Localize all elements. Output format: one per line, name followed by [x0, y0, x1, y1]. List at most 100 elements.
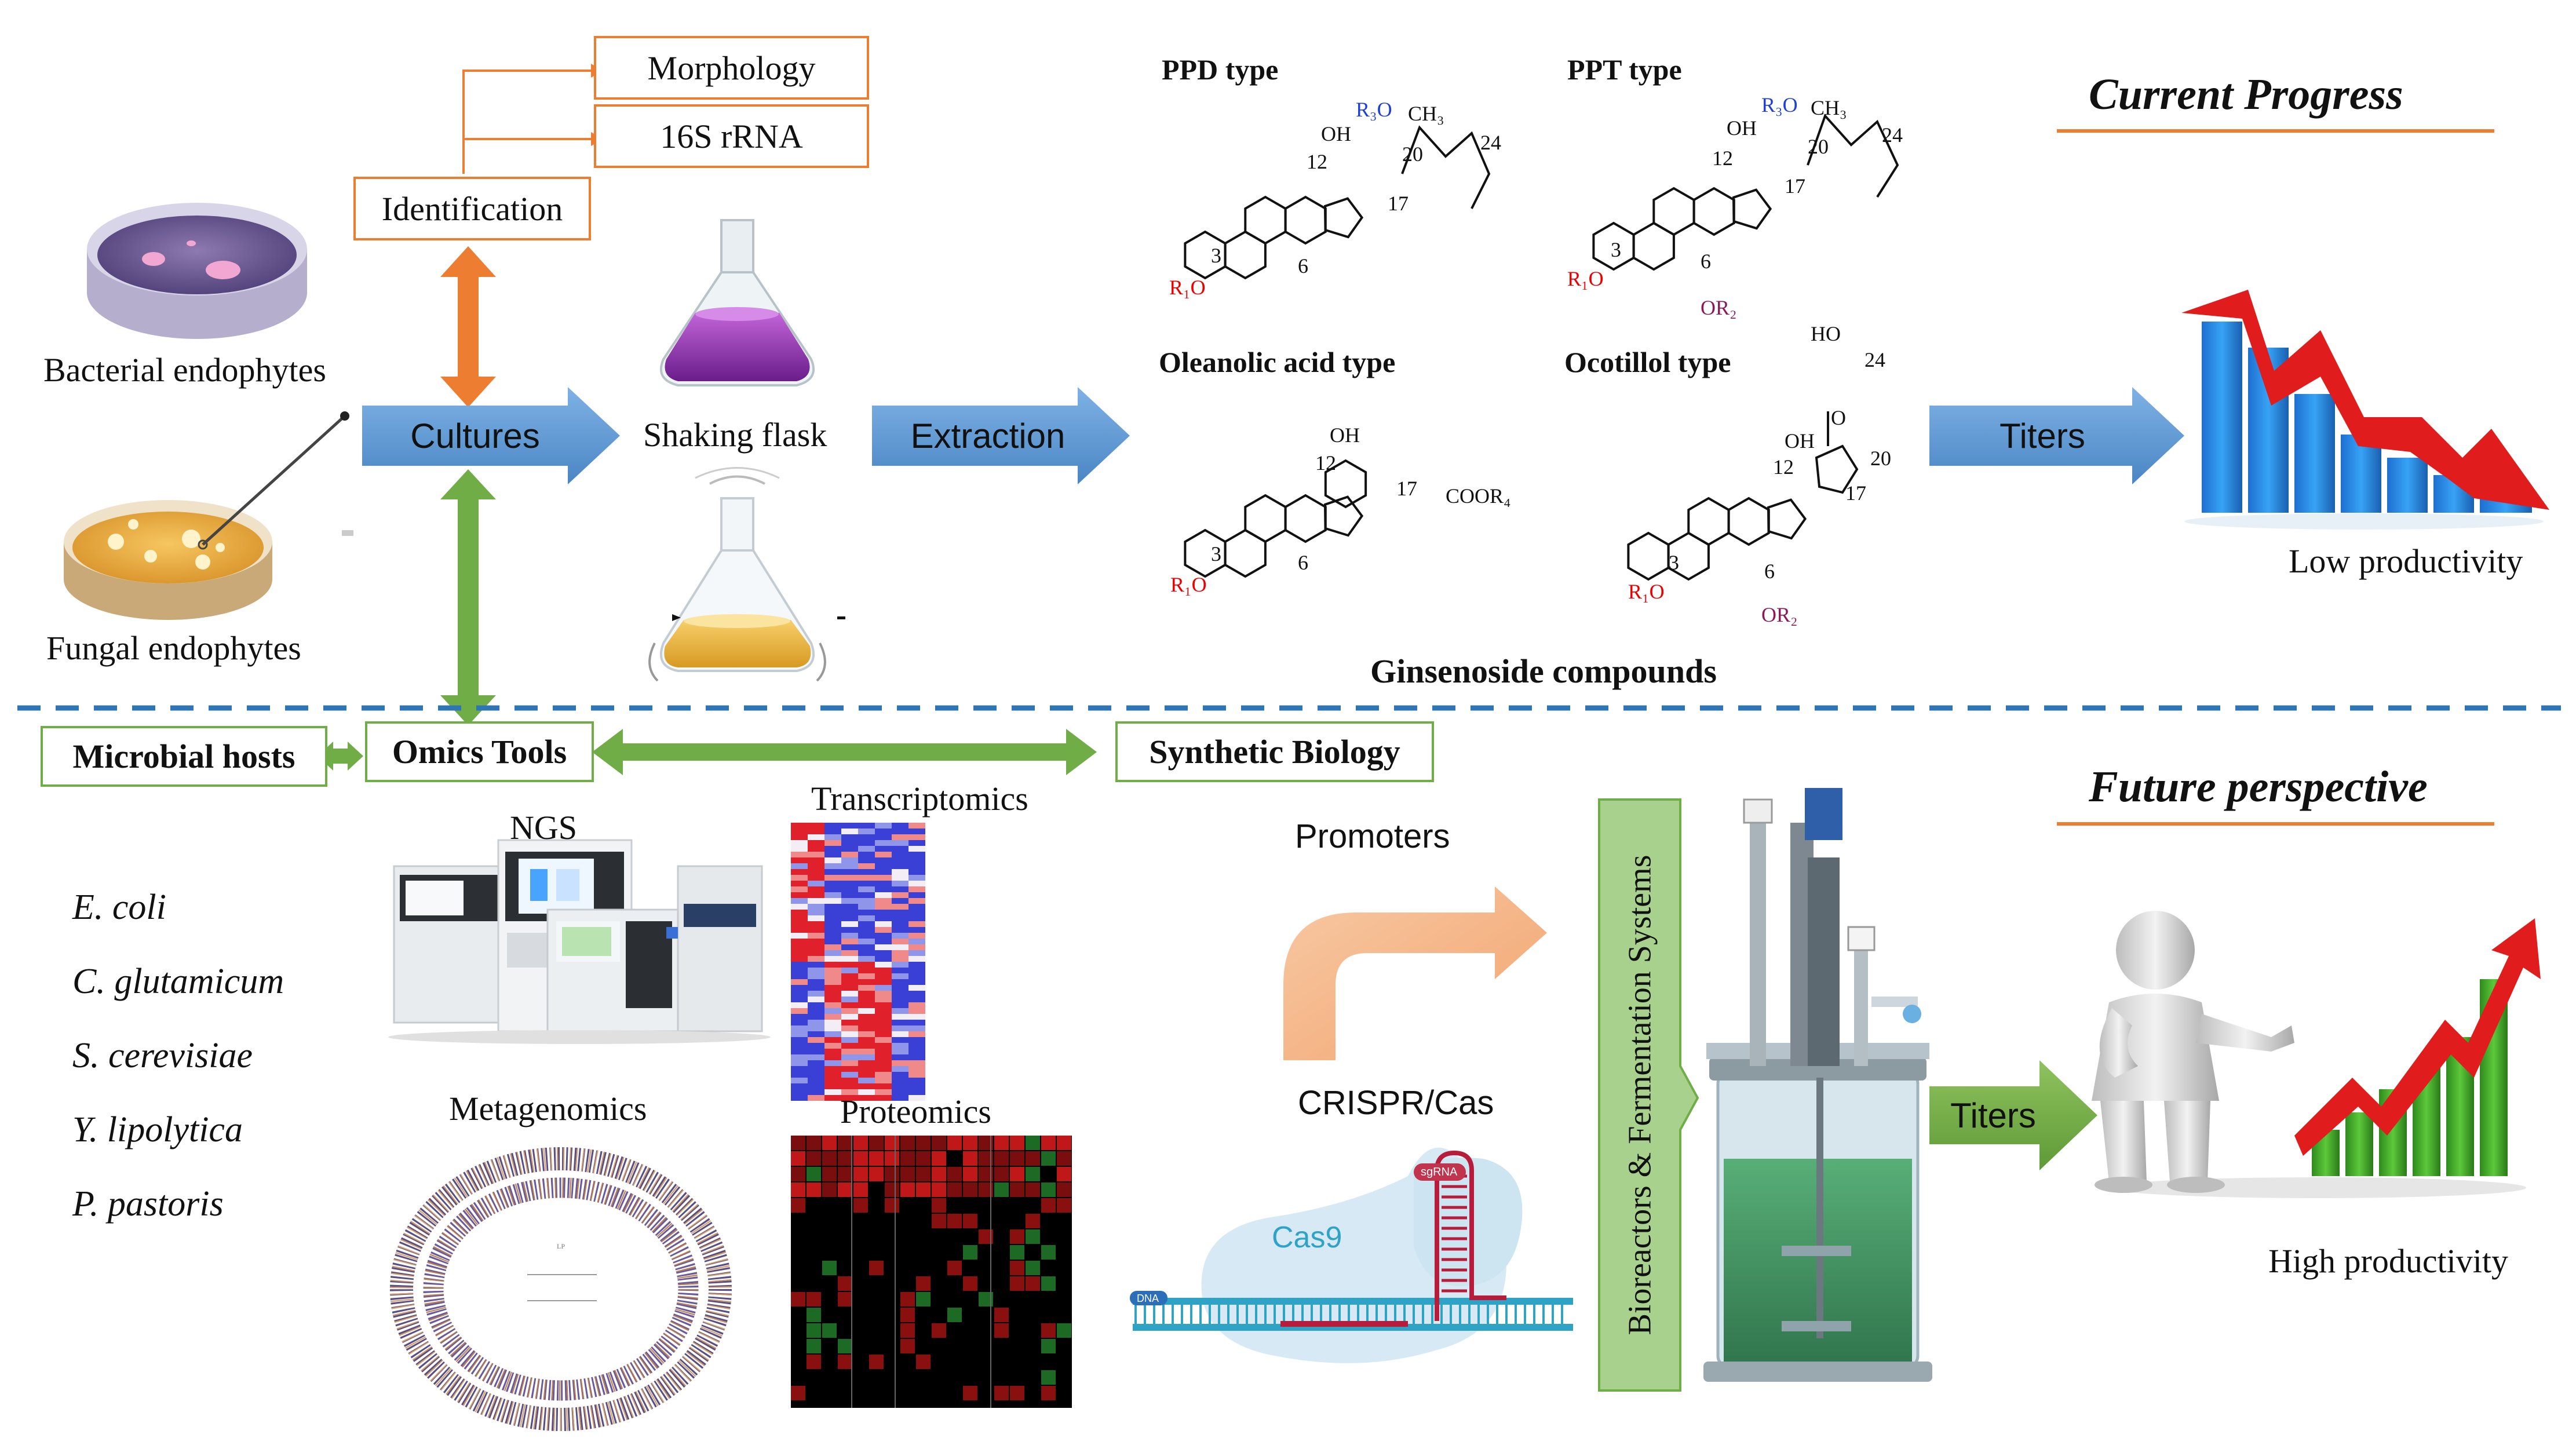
- heatmap-cell: [858, 1014, 875, 1020]
- heatmap-cell: [841, 823, 858, 829]
- heatmap-cell: [858, 1049, 875, 1054]
- proteomics-cell: [791, 1136, 805, 1150]
- heatmap-cell: [892, 1002, 908, 1008]
- heatmap-cell: [892, 939, 908, 944]
- ppd-type-label: PPD type: [1162, 53, 1279, 86]
- heatmap-cell: [791, 1066, 808, 1072]
- heatmap-cell: [791, 1002, 808, 1008]
- heatmap-cell: [908, 1066, 925, 1072]
- proteomics-cell: [822, 1136, 837, 1150]
- transcriptomics-label: Transcriptomics: [811, 780, 1028, 817]
- heatmap-cell: [892, 997, 908, 1002]
- heatmap-cell: [808, 881, 824, 886]
- proteomics-cell: [963, 1136, 977, 1150]
- ppd-n17: 17: [1388, 192, 1409, 215]
- oco-n6: 6: [1764, 560, 1775, 583]
- proteomics-cell: [1057, 1198, 1071, 1213]
- heatmap-cell: [858, 1043, 875, 1049]
- heatmap-cell: [791, 1014, 808, 1020]
- proteomics-cell: [1026, 1214, 1040, 1228]
- proteomics-cell: [885, 1167, 899, 1181]
- heatmap-cell: [808, 1020, 824, 1025]
- metagenomics-label: Metagenomics: [449, 1090, 647, 1127]
- proteomics-cell: [1041, 1136, 1056, 1150]
- ppt-n20: 20: [1808, 135, 1829, 158]
- heatmap-cell: [875, 881, 892, 886]
- proteomics-cell: [822, 1167, 837, 1181]
- heatmap-cell: [841, 997, 858, 1002]
- heatmap-cell: [858, 863, 875, 869]
- heatmap-cell: [791, 915, 808, 921]
- heatmap-cell: [908, 1083, 925, 1089]
- heatmap-cell: [841, 1054, 858, 1060]
- heatmap-cell: [841, 1020, 858, 1025]
- ring-pentagon: [1323, 197, 1364, 239]
- heatmap-cell: [892, 973, 908, 979]
- heatmap-cell: [858, 1083, 875, 1089]
- heatmap-cell: [858, 898, 875, 904]
- heatmap-cell: [808, 933, 824, 939]
- heatmap-cell: [808, 840, 824, 846]
- orange-double-arrow: [440, 246, 496, 407]
- heatmap-cell: [875, 910, 892, 915]
- heatmap-cell: [892, 1037, 908, 1043]
- oco-n17: 17: [1845, 481, 1866, 505]
- proteomics-cell: [1026, 1151, 1040, 1166]
- heatmap-cell: [875, 904, 892, 910]
- heatmap-cell: [824, 927, 841, 933]
- heatmap-cell: [908, 1014, 925, 1020]
- host-item: E. coli: [72, 888, 166, 927]
- heatmap-cell: [908, 1078, 925, 1083]
- ppd-n20: 20: [1402, 143, 1423, 166]
- heatmap-cell: [908, 904, 925, 910]
- heatmap-cell: [791, 881, 808, 886]
- heatmap-cell: [875, 1008, 892, 1014]
- heatmap-cell: [841, 1043, 858, 1049]
- proteomics-cell: [963, 1276, 977, 1291]
- proteomics-cell: [932, 1167, 946, 1181]
- heatmap-cell: [892, 921, 908, 927]
- heatmap-cell: [808, 1037, 824, 1043]
- heatmap-cell: [858, 1066, 875, 1072]
- heatmap-cell: [824, 1002, 841, 1008]
- heatmap-cell: [791, 857, 808, 863]
- proteomics-cell: [916, 1167, 931, 1181]
- proteomics-cell: [994, 1151, 1009, 1166]
- heatmap-cell: [875, 915, 892, 921]
- proteomics-cell: [963, 1214, 977, 1228]
- heatmap-cell: [791, 898, 808, 904]
- proteomics-cell: [1026, 1229, 1040, 1244]
- heatmap-cell: [791, 1025, 808, 1031]
- purple-flask: [660, 219, 815, 386]
- heatmap-cell: [892, 944, 908, 950]
- heatmap-cell: [908, 1089, 925, 1095]
- heatmap-cell: [908, 1072, 925, 1078]
- sgrna-label: sgRNA: [1421, 1166, 1458, 1178]
- heatmap-cell: [791, 1089, 808, 1095]
- ring-hexagon: [1652, 187, 1695, 236]
- heatmap-cell: [875, 1014, 892, 1020]
- proteomics-grid: [791, 1136, 1072, 1408]
- ring-thf: [1815, 444, 1859, 494]
- heatmap-cell: [908, 1060, 925, 1066]
- heatmap-cell: [824, 840, 841, 846]
- ole-cooh: COOR₄: [1446, 484, 1511, 508]
- proteomics-cell: [963, 1386, 977, 1400]
- green-long-double-arrow: [592, 729, 1097, 775]
- heatmap-cell: [808, 915, 824, 921]
- heatmap-cell: [791, 904, 808, 910]
- heatmap-cell: [892, 1066, 908, 1072]
- heatmap-cell: [908, 846, 925, 852]
- ppt-r1o: R₁O: [1567, 267, 1604, 290]
- heatmap-cell: [791, 985, 808, 991]
- heatmap-cell: [841, 886, 858, 892]
- ole-n3: 3: [1211, 542, 1221, 565]
- heatmap-cell: [824, 1031, 841, 1037]
- heatmap-cell: [791, 869, 808, 875]
- proteomics-cell: [900, 1292, 915, 1306]
- heatmap-cell: [858, 886, 875, 892]
- heatmap-cell: [841, 1072, 858, 1078]
- oco-n24: 24: [1865, 348, 1885, 371]
- proteomics-cell: [900, 1151, 915, 1166]
- proteomics-cell: [1057, 1323, 1071, 1338]
